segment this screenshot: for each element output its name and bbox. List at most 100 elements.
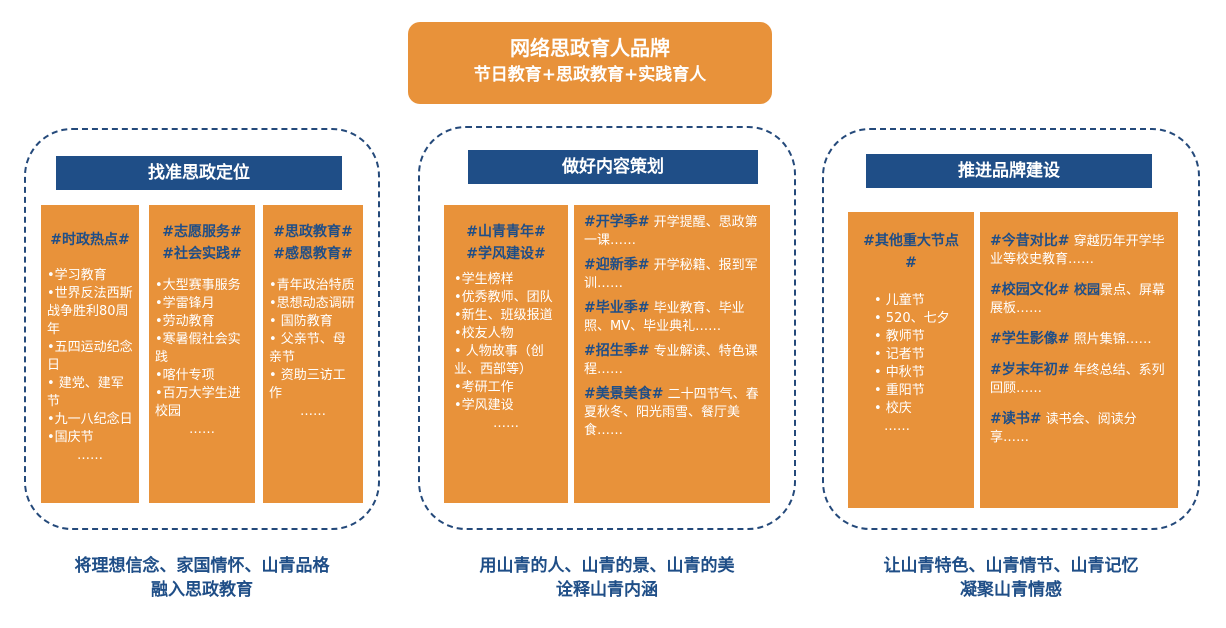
topic-entry: #校园文化# 校园景点、屏幕展板…… (990, 281, 1168, 318)
card-title-line: #社会实践# (162, 246, 242, 262)
card-youth-study: #山青青年# #学风建设# •学生榜样 •优秀教师、团队 •新生、班级报道 •校… (444, 205, 568, 503)
list-item: •学生榜样 (454, 272, 514, 287)
list-item: •新生、班级报道 (454, 308, 553, 323)
topic-tag: #招生季# (584, 343, 650, 359)
topic-tag: #迎新季# (584, 257, 650, 273)
brand-banner: 网络思政育人品牌 节日教育+思政教育+实践育人 (408, 22, 772, 104)
topic-entry: #美景美食# 二十四节气、春夏秋冬、阳光雨雪、餐厅美食…… (584, 385, 760, 440)
more-ellipsis: …… (300, 404, 326, 419)
topic-text: 开学提醒、思政第一课…… (584, 215, 758, 248)
footer-line: 用山青的人、山青的景、山青的美 (479, 556, 735, 576)
list-item: •世界反法西斯战争胜利80周年 (47, 286, 133, 337)
topic-tag: #读书# (990, 411, 1042, 427)
card-ideological-education: #思政教育# #感恩教育# •青年政治特质 •思想动态调研 • 国防教育 • 父… (263, 205, 363, 503)
list-item: •国庆节 (47, 430, 94, 445)
topic-entry: #毕业季# 毕业教育、毕业照、MV、毕业典礼…… (584, 299, 760, 336)
topic-tag: #今昔对比# (990, 233, 1070, 249)
topic-entry: #迎新季# 开学秘籍、报到军训…… (584, 256, 760, 293)
group-content-planning (418, 126, 796, 530)
banner-title: 网络思政育人品牌 (510, 36, 670, 60)
card-title-line: #志愿服务# (162, 224, 242, 240)
topic-text: 穿越历年开学毕业等校史教育…… (990, 234, 1165, 267)
card-seasonal-topics: #开学季# 开学提醒、思政第一课…… #迎新季# 开学秘籍、报到军训…… #毕业… (574, 205, 770, 503)
group-brand-building (822, 128, 1200, 530)
card-title: #志愿服务# #社会实践# (155, 221, 249, 265)
card-title: #时政热点# (50, 232, 130, 248)
topic-text: 照片集锦…… (1069, 332, 1152, 347)
more-ellipsis: …… (884, 419, 910, 434)
list-item: •学风建设 (454, 398, 514, 413)
topic-tag: #毕业季# (584, 300, 650, 316)
card-title-line: #山青青年# (466, 224, 546, 240)
list-item: • 记者节 (874, 347, 925, 362)
list-item: •百万大学生进校园 (155, 386, 241, 419)
topic-entry: #学生影像# 照片集锦…… (990, 330, 1168, 349)
list-item: • 建党、建军节 (47, 376, 124, 409)
topic-text: 毕业教育、毕业照、MV、毕业典礼…… (584, 301, 745, 334)
group-brand-building-header: 推进品牌建设 (866, 154, 1152, 188)
group-content-planning-header: 做好内容策划 (468, 150, 758, 184)
card-title: #思政教育# #感恩教育# (269, 221, 357, 265)
footer-line: 让山青特色、山青情节、山青记忆 (883, 556, 1139, 576)
list-item: • 儿童节 (874, 293, 925, 308)
banner-subtitle: 节日教育+思政教育+实践育人 (473, 65, 707, 85)
card-title: #其他重大节点# (863, 233, 959, 271)
group-positioning-header: 找准思政定位 (56, 156, 342, 190)
more-ellipsis: …… (189, 422, 215, 437)
list-item: • 国防教育 (269, 314, 333, 329)
card-title-line: #学风建设# (466, 246, 546, 262)
footer-line: 融入思政教育 (151, 580, 253, 600)
card-title-line: #感恩教育# (273, 246, 353, 262)
list-item: •喀什专项 (155, 368, 215, 383)
topic-text: 景点、屏幕展板…… (990, 283, 1166, 316)
list-item: • 教师节 (874, 329, 925, 344)
topic-entry: #开学季# 开学提醒、思政第一课…… (584, 213, 760, 250)
list-item: • 校庆 (874, 401, 912, 416)
group-positioning-footer: 将理想信念、家国情怀、山青品格 融入思政教育 (10, 554, 394, 602)
card-volunteer-service: #志愿服务# #社会实践# •大型赛事服务 •学雷锋月 •劳动教育 •寒暑假社会… (149, 205, 255, 503)
topic-highlight: 校园 (1069, 283, 1100, 298)
list-item: •劳动教育 (155, 314, 215, 329)
list-item: •校友人物 (454, 326, 514, 341)
list-item: •考研工作 (454, 380, 514, 395)
footer-line: 凝聚山青情感 (960, 580, 1062, 600)
list-item: • 520、七夕 (874, 311, 950, 326)
list-item: •思想动态调研 (269, 296, 355, 311)
list-item: • 资助三访工作 (269, 368, 346, 401)
card-title: #山青青年# #学风建设# (454, 221, 558, 265)
card-major-events: #其他重大节点# • 儿童节 • 520、七夕 • 教师节 • 记者节 • 中秋… (848, 212, 974, 508)
topic-text: 读书会、阅读分享…… (990, 412, 1137, 445)
more-ellipsis: …… (493, 416, 519, 431)
group-content-planning-footer: 用山青的人、山青的景、山青的美 诠释山青内涵 (418, 554, 796, 602)
list-item: •优秀教师、团队 (454, 290, 553, 305)
topic-tag: #开学季# (584, 214, 650, 230)
topic-tag: #美景美食# (584, 386, 664, 402)
group-brand-building-footer: 让山青特色、山青情节、山青记忆 凝聚山青情感 (822, 554, 1200, 602)
list-item: •五四运动纪念日 (47, 340, 133, 373)
topic-entry: #今昔对比# 穿越历年开学毕业等校史教育…… (990, 232, 1168, 269)
list-item: •寒暑假社会实践 (155, 332, 241, 365)
list-item: • 中秋节 (874, 365, 925, 380)
footer-line: 诠释山青内涵 (556, 580, 658, 600)
footer-line: 将理想信念、家国情怀、山青品格 (74, 556, 330, 576)
topic-tag: #岁末年初# (990, 362, 1070, 378)
group-positioning (24, 128, 380, 530)
card-title-line: #思政教育# (273, 224, 353, 240)
topic-text: 专业解读、特色课程…… (584, 344, 758, 377)
topic-text: 年终总结、系列回顾…… (990, 363, 1165, 396)
card-current-affairs: #时政热点# •学习教育 •世界反法西斯战争胜利80周年 •五四运动纪念日 • … (41, 205, 139, 503)
card-brand-topics: #今昔对比# 穿越历年开学毕业等校史教育…… #校园文化# 校园景点、屏幕展板…… (980, 212, 1178, 508)
list-item: •学雷锋月 (155, 296, 215, 311)
topic-text: 二十四节气、春夏秋冬、阳光雨雪、餐厅美食…… (584, 387, 759, 438)
topic-tag: #校园文化# (990, 282, 1070, 298)
list-item: •学习教育 (47, 268, 107, 283)
topic-entry: #读书# 读书会、阅读分享…… (990, 410, 1168, 447)
topic-text: 开学秘籍、报到军训…… (584, 258, 758, 291)
list-item: •九一八纪念日 (47, 412, 133, 427)
list-item: • 父亲节、母亲节 (269, 332, 346, 365)
list-item: •大型赛事服务 (155, 278, 241, 293)
topic-entry: #招生季# 专业解读、特色课程…… (584, 342, 760, 379)
topic-entry: #岁末年初# 年终总结、系列回顾…… (990, 361, 1168, 398)
topic-tag: #学生影像# (990, 331, 1070, 347)
list-item: • 重阳节 (874, 383, 925, 398)
